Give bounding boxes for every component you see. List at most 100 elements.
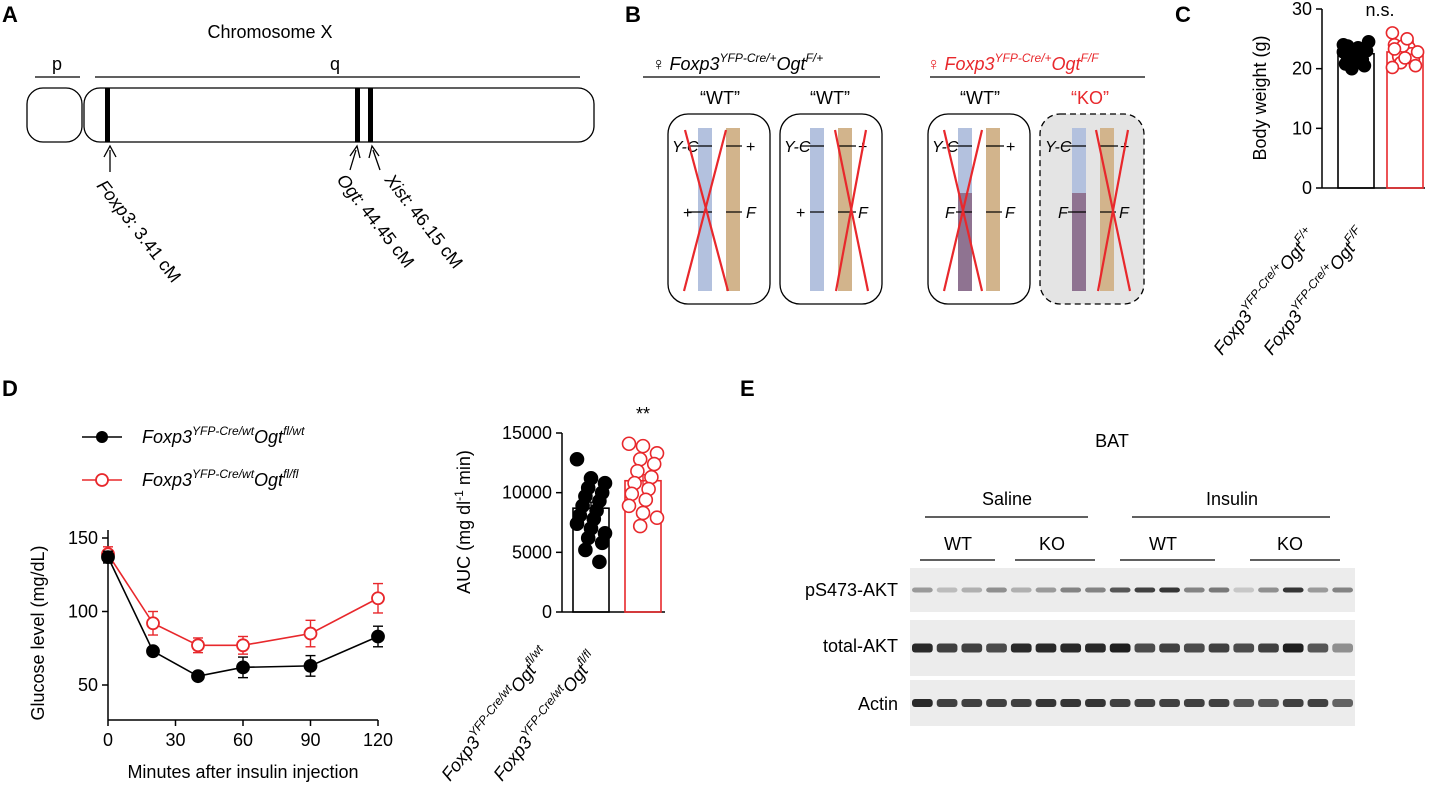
foxp3-band <box>105 88 110 142</box>
blot-band <box>961 643 983 653</box>
blot-band <box>1134 699 1156 707</box>
blot-band <box>1183 643 1205 653</box>
c-data-point <box>1410 45 1425 59</box>
panel-b: B ♀Foxp3YFP-Cre/+OgtF/+ ♀Foxp3YFP-Cre/+O… <box>625 2 1145 305</box>
foxp3-locus-label: Foxp3: 3.41 cM <box>93 176 185 286</box>
c-y-tick-label: 20 <box>1292 59 1312 79</box>
b-cell-2: Y-C + + F <box>779 113 883 305</box>
d-legend-series-1: Foxp3YFP-Cre/wtOgtfl/wt <box>142 424 305 447</box>
blot-band <box>1060 699 1082 707</box>
blot-band <box>1332 587 1353 593</box>
blot-band <box>1085 699 1106 707</box>
svg-text:Y-C: Y-C <box>932 139 959 156</box>
blot-band <box>1208 643 1230 653</box>
d-legend: Foxp3YFP-Cre/wtOgtfl/wt Foxp3YFP-Cre/wtO… <box>82 424 305 490</box>
c-data-point <box>1353 48 1367 63</box>
blot-band <box>1258 699 1279 707</box>
blot-band <box>1085 587 1106 593</box>
xist-arrow <box>368 144 381 171</box>
blot-band <box>961 587 983 593</box>
subgroup-ko-insulin: KO <box>1277 534 1303 554</box>
cross-line <box>834 129 868 292</box>
auc-y-tick-label: 10000 <box>502 483 552 503</box>
svg-text:F: F <box>1119 205 1130 222</box>
c-significance: n.s. <box>1365 0 1394 20</box>
blot-band <box>1159 699 1180 707</box>
auc-data-point <box>569 451 585 467</box>
panel-label-d: D <box>2 376 18 401</box>
auc-data-point <box>649 510 665 526</box>
blot-band <box>936 699 958 707</box>
auc-significance: ** <box>636 404 650 424</box>
blot-band <box>936 587 958 593</box>
panel-label-e: E <box>740 376 755 401</box>
row-label-actin: Actin <box>858 694 898 714</box>
d-x-tick-label: 90 <box>300 730 320 750</box>
d-legend-series-2: Foxp3YFP-Cre/wtOgtfl/fl <box>142 467 299 490</box>
d-x-axis-label: Minutes after insulin injection <box>127 762 358 782</box>
blot-band <box>936 643 958 653</box>
arm-p-label: p <box>52 54 62 74</box>
panel-label-b: B <box>625 2 641 27</box>
chromosome-p-arm <box>26 87 83 143</box>
auc-data-point <box>644 469 659 485</box>
auc-data-point <box>621 498 637 514</box>
auc-data-point <box>621 436 637 452</box>
d-x-tick-label: 60 <box>233 730 253 750</box>
blot-band <box>1010 643 1032 653</box>
d-data-point <box>191 638 205 653</box>
row-label-ps473-akt: pS473-AKT <box>805 580 898 600</box>
blot-band <box>1109 643 1131 653</box>
auc-y-tick-label: 0 <box>542 602 552 622</box>
blot-band <box>1109 587 1131 593</box>
svg-text:Y-C: Y-C <box>784 139 811 156</box>
group-label-saline: Saline <box>982 489 1032 509</box>
blot-band <box>986 699 1007 707</box>
d-data-point <box>303 658 318 673</box>
blot-band <box>1258 643 1279 653</box>
d-y-axis-label: Glucose level (mg/dL) <box>28 545 48 720</box>
cross-line <box>942 129 984 292</box>
panel-d-glucose-chart: D Foxp3YFP-Cre/wtOgtfl/wt Foxp3YFP-Cre/w… <box>2 376 393 782</box>
blot-band <box>1282 699 1304 707</box>
auc-data-point <box>580 530 596 546</box>
auc-data-point <box>635 505 651 521</box>
chromosome-title: Chromosome X <box>207 22 332 42</box>
auc-data-point <box>638 492 654 508</box>
subgroup-ko-saline: KO <box>1039 534 1065 554</box>
d-series-line <box>107 556 379 678</box>
auc-data-point <box>578 542 593 558</box>
ogt-band <box>355 88 360 142</box>
blot-title: BAT <box>1095 431 1129 451</box>
c-category-2: Foxp3YFP-Cre/+OgtF/F <box>1257 222 1370 358</box>
blot-band <box>1183 587 1205 593</box>
blot-band <box>912 643 933 653</box>
panel-label-c: C <box>1175 2 1191 27</box>
blot-band <box>1010 699 1032 707</box>
blot-strip <box>910 568 1355 612</box>
auc-data-point <box>592 554 607 570</box>
svg-text:+: + <box>746 139 755 156</box>
svg-text:F: F <box>1005 205 1016 222</box>
d-x-tick-label: 120 <box>363 730 393 750</box>
b-cell-1: Y-C + + F <box>667 113 771 305</box>
blot-band <box>1035 643 1057 653</box>
c-y-tick-label: 30 <box>1292 0 1312 19</box>
blot-band <box>1060 643 1082 653</box>
d-series-line <box>107 553 379 647</box>
auc-category-2: Foxp3YFP-Cre/wtOgtfl/fl <box>487 647 602 785</box>
svg-text:F: F <box>1058 205 1069 222</box>
blot-band <box>1159 587 1180 593</box>
b-cell-3: Y-C + F F <box>927 113 1031 305</box>
arm-q-label: q <box>330 54 340 74</box>
d-data-point <box>371 591 385 606</box>
b-cell-4-ko: Y-C + F F <box>1039 113 1145 305</box>
svg-text:Y-C: Y-C <box>672 139 699 156</box>
b-cell-2-label: “WT” <box>810 88 850 108</box>
legend-marker-filled <box>96 431 108 443</box>
d-y-tick-label: 150 <box>68 528 98 548</box>
c-data-point <box>1398 51 1412 65</box>
blot-band <box>1233 699 1255 707</box>
c-y-axis-label: Body weight (g) <box>1250 35 1270 160</box>
blot-band <box>1332 643 1353 653</box>
